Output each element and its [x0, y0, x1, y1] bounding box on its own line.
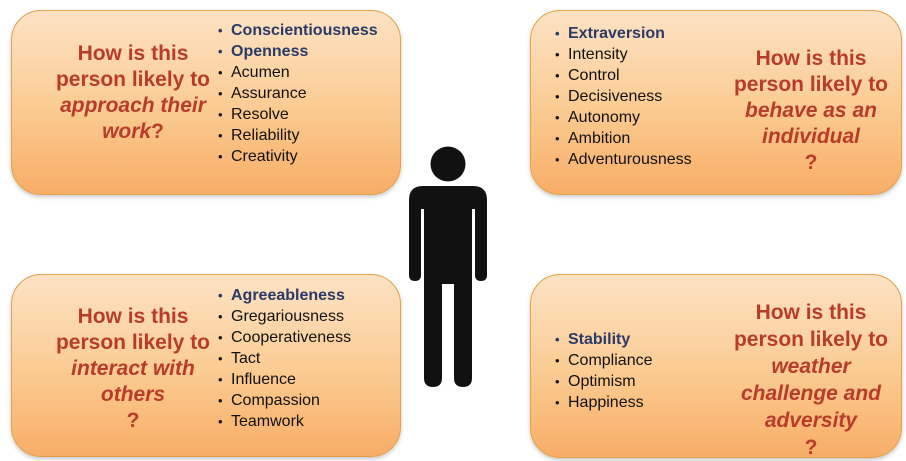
factor-item: Openness [218, 41, 378, 62]
person-body [409, 186, 487, 387]
factor-item: Stability [555, 329, 652, 350]
trait-item: Compliance [555, 350, 652, 371]
quadrant-individual-behaviour: Extraversion Intensity Control Decisiven… [530, 10, 902, 195]
quadrant-adversity: Stability Compliance Optimism Happiness … [530, 274, 902, 459]
trait-item: Resolve [218, 104, 378, 125]
trait-item: Assurance [218, 83, 378, 104]
factor-item: Conscientiousness [218, 20, 378, 41]
trait-list-work: Conscientiousness Openness Acumen Assura… [218, 20, 378, 167]
trait-item: Gregariousness [218, 306, 351, 327]
trait-item: Ambition [555, 128, 692, 149]
person-head [430, 146, 466, 182]
trait-item: Autonomy [555, 107, 692, 128]
trait-list-interaction: Agreeableness Gregariousness Cooperative… [218, 285, 351, 432]
trait-item: Control [555, 65, 692, 86]
question-weather-adversity: How is this person likely to weather cha… [733, 301, 889, 459]
question-approach-work: How is this person likely to approach th… [55, 42, 211, 143]
trait-item: Creativity [218, 146, 378, 167]
trait-item: Adventurousness [555, 149, 692, 170]
trait-item: Optimism [555, 371, 652, 392]
quadrant-work-approach: How is this person likely to approach th… [11, 10, 401, 195]
trait-list-adversity: Stability Compliance Optimism Happiness [555, 329, 652, 413]
question-interact-others: How is this person likely to interact wi… [55, 305, 211, 432]
factor-item: Extraversion [555, 23, 692, 44]
trait-item: Teamwork [218, 411, 351, 432]
trait-item: Reliability [218, 125, 378, 146]
trait-item: Intensity [555, 44, 692, 65]
quadrant-interaction: How is this person likely to interact wi… [11, 274, 401, 457]
trait-list-individual: Extraversion Intensity Control Decisiven… [555, 23, 692, 170]
trait-item: Happiness [555, 392, 652, 413]
trait-item: Compassion [218, 390, 351, 411]
question-keyword: work [102, 120, 152, 143]
trait-item: Influence [218, 369, 351, 390]
question-behave-individual: How is this person likely to behave as a… [733, 47, 889, 174]
trait-item: Tact [218, 348, 351, 369]
factor-item: Agreeableness [218, 285, 351, 306]
trait-item: Acumen [218, 62, 378, 83]
trait-item: Decisiveness [555, 86, 692, 107]
person-silhouette-icon [409, 146, 487, 387]
trait-item: Cooperativeness [218, 327, 351, 348]
